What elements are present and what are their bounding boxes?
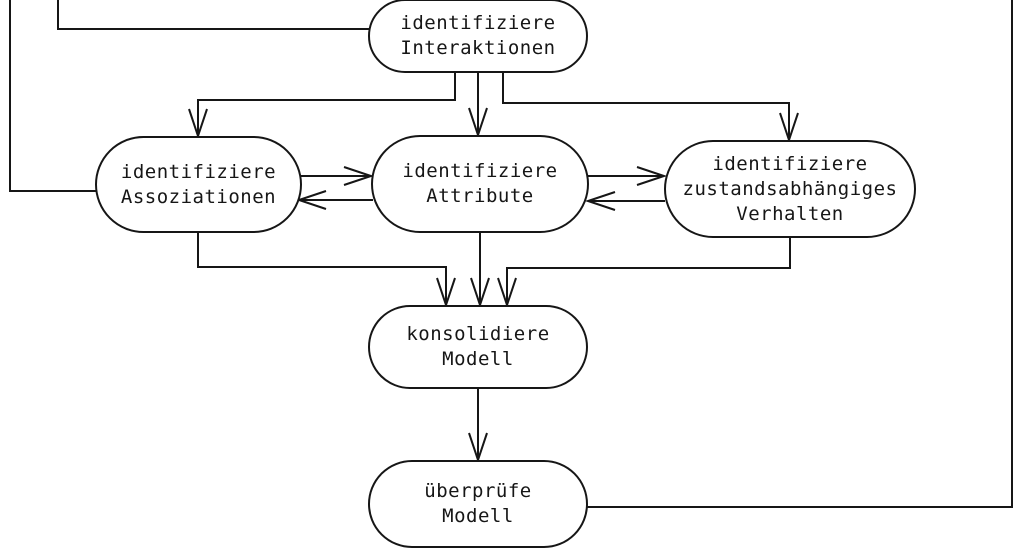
node-label: identifiziere zustandsabhängiges Verhalt… <box>682 152 898 225</box>
node-identifiziere-interaktionen: identifiziere Interaktionen <box>368 0 588 73</box>
node-identifiziere-zustandsabhaengiges-verhalten: identifiziere zustandsabhängiges Verhalt… <box>664 140 916 238</box>
node-ueberpruefe-modell: überprüfe Modell <box>368 460 588 548</box>
edge-feedback-left-into-interaktionen <box>57 0 370 30</box>
edge-assoziationen-to-konsolidiere <box>197 233 447 305</box>
node-label: identifiziere Interaktionen <box>400 12 556 59</box>
edge-feedback-left-into-assoziationen <box>9 0 96 192</box>
node-identifiziere-assoziationen: identifiziere Assoziationen <box>95 136 302 233</box>
node-identifiziere-attribute: identifiziere Attribute <box>371 135 589 233</box>
node-label: konsolidiere Modell <box>406 323 550 370</box>
edge-interaktionen-to-verhalten <box>502 73 790 140</box>
edge-interaktionen-to-assoziationen <box>197 73 456 136</box>
node-label: identifiziere Assoziationen <box>120 160 277 208</box>
arrowhead-icon-attribute-to-verhalten <box>636 166 668 186</box>
edge-ueberpruefe-feedback-right <box>587 0 1013 508</box>
arrowhead-icon-verhalten-to-attribute <box>584 191 616 211</box>
node-konsolidiere-modell: konsolidiere Modell <box>368 305 588 389</box>
node-label: identifiziere Attribute <box>402 160 558 207</box>
node-label: überprüfe Modell <box>424 480 532 527</box>
edge-verhalten-to-konsolidiere <box>506 238 791 305</box>
